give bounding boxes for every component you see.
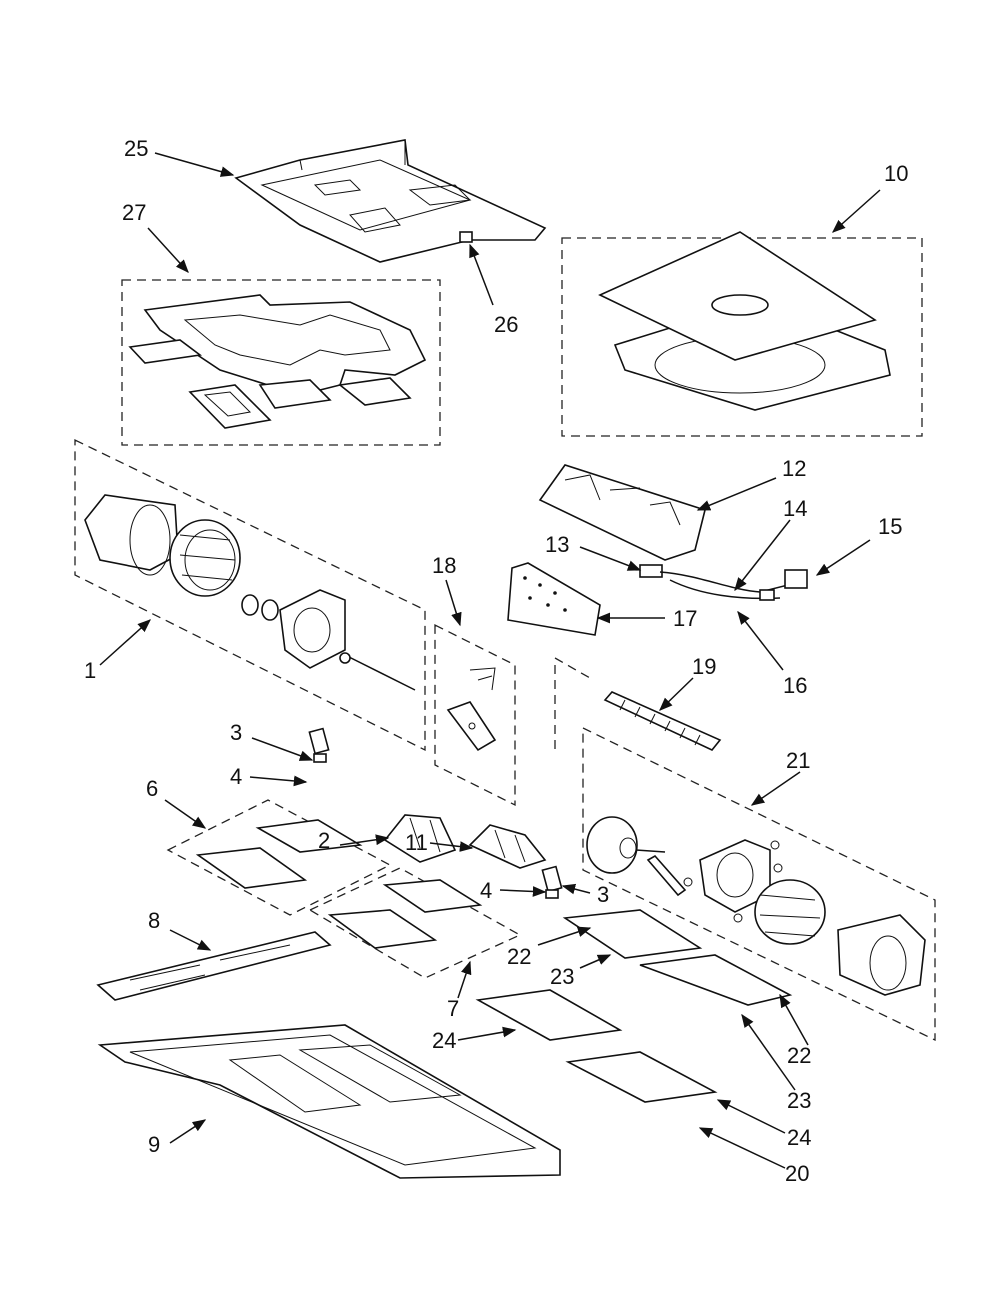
group-7-box <box>308 867 522 979</box>
callout-6: 6 <box>146 776 159 801</box>
callout-1: 1 <box>84 658 97 683</box>
callout-12: 12 <box>782 456 807 481</box>
group-21-box <box>582 726 936 1042</box>
callout-4-upper: 4 <box>230 764 243 789</box>
part-3-4-fitting-left <box>308 727 330 763</box>
part-21-blower-assembly <box>586 816 926 996</box>
part-19-heater-rod <box>603 691 722 751</box>
callout-3-upper: 3 <box>230 720 243 745</box>
part-7-filters <box>327 879 483 949</box>
callout-19: 19 <box>692 654 717 679</box>
callout-17: 17 <box>673 606 698 631</box>
part-3-4-fitting-right <box>541 865 563 899</box>
part-27-gaskets <box>128 294 427 429</box>
callout-23-lower: 23 <box>787 1088 812 1113</box>
callout-10: 10 <box>884 161 909 186</box>
part-25-top-plate <box>234 139 547 263</box>
group-dash-connector <box>554 657 591 755</box>
callout-8: 8 <box>148 908 161 933</box>
group-18-box <box>434 623 516 807</box>
callout-18: 18 <box>432 553 457 578</box>
part-1-blower-assembly <box>84 494 416 691</box>
callout-23-upper: 23 <box>550 964 575 989</box>
part-12-control-bracket <box>538 464 706 561</box>
part-6-filters <box>195 819 363 889</box>
part-9-base-frame <box>97 1024 561 1179</box>
callout-15: 15 <box>878 514 903 539</box>
callout-16: 16 <box>783 673 808 698</box>
part-2-cover <box>383 814 457 863</box>
callout-13: 13 <box>545 532 570 557</box>
callout-11: 11 <box>405 830 428 855</box>
callout-22-lower: 22 <box>787 1043 812 1068</box>
leader-lines <box>99 152 881 1169</box>
part-17-panel <box>507 562 601 636</box>
part-22-23-frames <box>562 909 793 1006</box>
part-18-bracket <box>446 667 497 752</box>
callout-20: 20 <box>785 1161 810 1186</box>
callout-24-upper: 24 <box>432 1028 457 1053</box>
callout-21: 21 <box>786 748 811 773</box>
callout-4-lower: 4 <box>480 878 493 903</box>
part-24-gaskets <box>475 989 718 1103</box>
group-1-box <box>74 438 426 752</box>
callout-25: 25 <box>124 136 149 161</box>
callout-27: 27 <box>122 200 147 225</box>
part-8-vent-plate <box>96 931 332 1001</box>
callout-9: 9 <box>148 1132 161 1157</box>
part-10-plate-assembly <box>598 231 891 411</box>
callout-26: 26 <box>494 312 519 337</box>
group-27-box <box>121 279 441 446</box>
callout-24-lower: 24 <box>787 1125 812 1150</box>
callout-14: 14 <box>783 496 808 521</box>
callout-3-lower: 3 <box>597 882 610 907</box>
callout-22-upper: 22 <box>507 944 532 969</box>
callout-2: 2 <box>318 828 331 853</box>
group-6-box <box>166 799 392 916</box>
part-11-cover <box>468 824 547 869</box>
callout-7: 7 <box>447 996 460 1021</box>
part-13-16-wire-harness <box>639 564 808 601</box>
